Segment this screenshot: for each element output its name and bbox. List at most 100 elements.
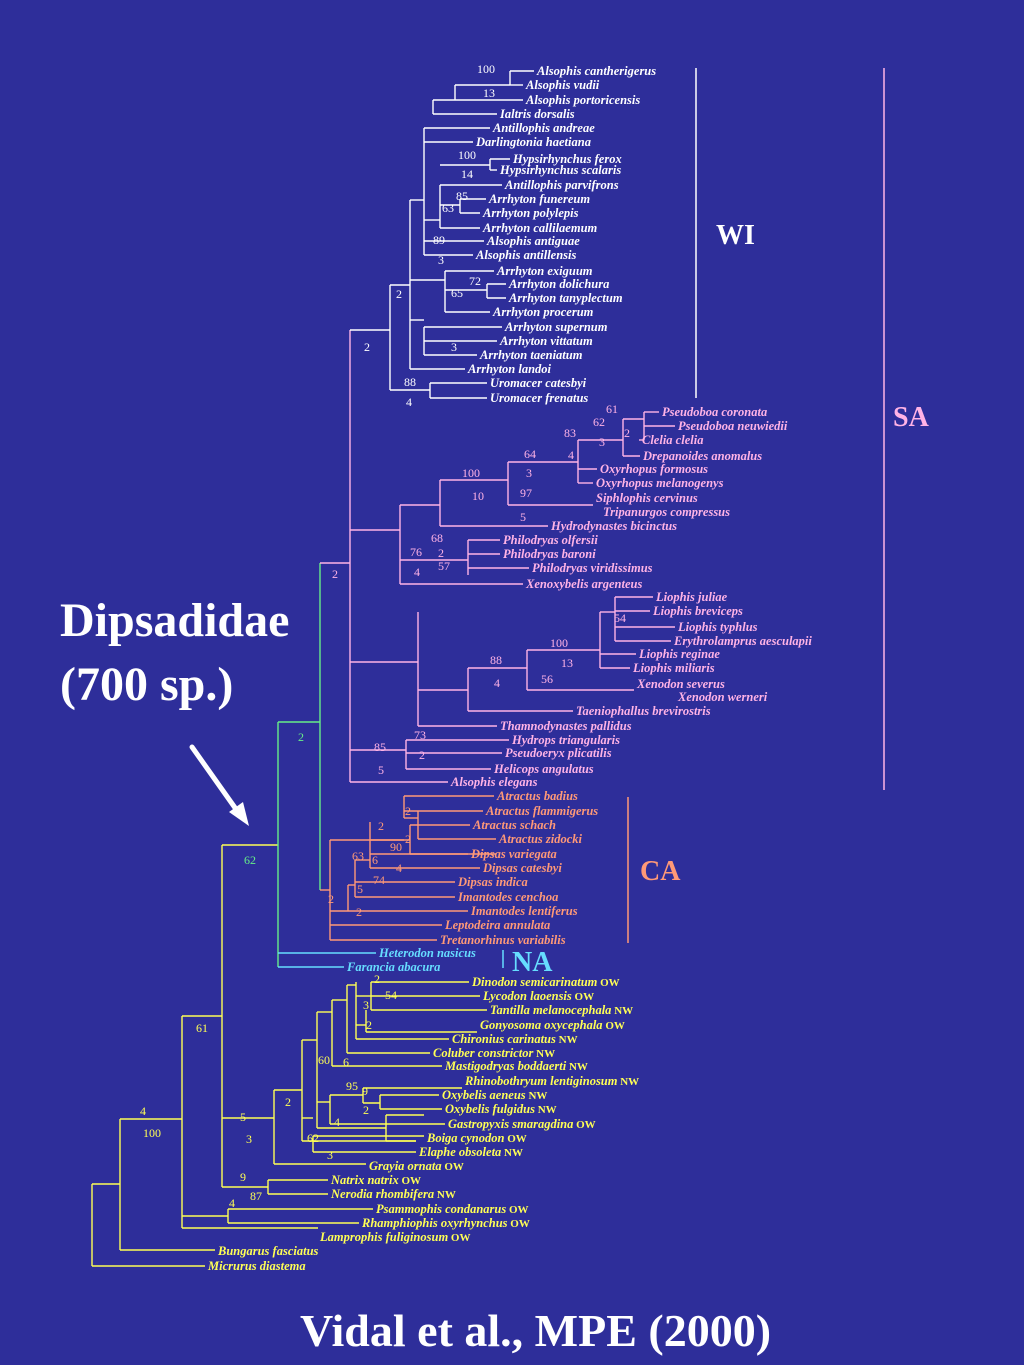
taxon-drepanoides-anomalus: Drepanoides anomalus bbox=[642, 449, 762, 463]
support-value: 3 bbox=[451, 340, 457, 354]
family-name: Dipsadidae bbox=[60, 594, 289, 647]
support-value: 2 bbox=[364, 340, 370, 354]
taxon-dipsas-variegata: Dipsas variegata bbox=[470, 847, 557, 861]
support-value: 9 bbox=[362, 1084, 368, 1098]
taxon-thamnodynastes-pallidus: Thamnodynastes pallidus bbox=[500, 719, 632, 733]
taxon-alsophis-cantherigerus: Alsophis cantherigerus bbox=[536, 64, 656, 78]
taxon-atractus-badius: Atractus badius bbox=[496, 789, 578, 803]
support-value: 3 bbox=[599, 435, 605, 449]
taxon-helicops-angulatus: Helicops angulatus bbox=[493, 762, 594, 776]
support-value: 61 bbox=[606, 402, 618, 416]
support-value: 14 bbox=[461, 167, 473, 181]
taxon-liophis-reginae: Liophis reginae bbox=[638, 647, 720, 661]
taxon-ialtris-dorsalis: Ialtris dorsalis bbox=[499, 107, 575, 121]
support-value: 88 bbox=[490, 653, 502, 667]
taxon-liophis-breviceps: Liophis breviceps bbox=[652, 604, 743, 618]
taxon-hypsirhynchus-ferox: Hypsirhynchus ferox bbox=[512, 152, 622, 166]
support-value: 9 bbox=[240, 1170, 246, 1184]
support-value: 56 bbox=[541, 672, 553, 686]
taxon-oxybelis-aeneus: Oxybelis aeneus NW bbox=[442, 1088, 547, 1102]
taxon-philodryas-olfersii: Philodryas olfersii bbox=[503, 533, 598, 547]
support-value: 100 bbox=[143, 1126, 161, 1140]
taxon-antillophis-parvifrons: Antillophis parvifrons bbox=[504, 178, 619, 192]
support-value: 4 bbox=[406, 395, 412, 409]
taxon-oxyrhopus-melanogenys: Oxyrhopus melanogenys bbox=[596, 476, 724, 490]
taxon-arrhyton-polylepis: Arrhyton polylepis bbox=[482, 206, 579, 220]
support-value: 4 bbox=[140, 1104, 146, 1118]
support-value: 61 bbox=[196, 1021, 208, 1035]
support-value: 54 bbox=[614, 611, 626, 625]
support-value: 2 bbox=[438, 546, 444, 560]
support-value: 2 bbox=[366, 1018, 372, 1032]
support-value: 2 bbox=[405, 804, 411, 818]
support-value: 10 bbox=[472, 489, 484, 503]
support-value: 63 bbox=[442, 201, 454, 215]
taxon-lamprophis-fuliginosum: Lamprophis fuliginosum OW bbox=[319, 1230, 470, 1244]
taxon-natrix-natrix: Natrix natrix OW bbox=[330, 1173, 421, 1187]
taxon-siphlophis-cervinus: Siphlophis cervinus bbox=[596, 491, 698, 505]
support-value: 88 bbox=[404, 375, 416, 389]
taxon-uromacer-frenatus: Uromacer frenatus bbox=[490, 391, 588, 405]
taxon-nerodia-rhombifera: Nerodia rhombifera NW bbox=[330, 1187, 456, 1201]
arrow-icon bbox=[189, 744, 249, 826]
taxon-arrhyton-taeniatum: Arrhyton taeniatum bbox=[479, 348, 583, 362]
support-value: 4 bbox=[414, 565, 420, 579]
taxon-dipsas-indica: Dipsas indica bbox=[457, 875, 528, 889]
taxon-dipsas-catesbyi: Dipsas catesbyi bbox=[482, 861, 562, 875]
support-value: 87 bbox=[250, 1189, 262, 1203]
support-value: 5 bbox=[357, 882, 363, 896]
support-value: 60 bbox=[318, 1053, 330, 1067]
taxon-antillophis-andreae: Antillophis andreae bbox=[492, 121, 595, 135]
support-value: 95 bbox=[346, 1079, 358, 1093]
taxon-liophis-typhlus: Liophis typhlus bbox=[677, 620, 758, 634]
support-value: 57 bbox=[438, 559, 450, 573]
support-value: 5 bbox=[520, 510, 526, 524]
support-value: 97 bbox=[520, 486, 532, 500]
taxon-dinodon-semicarinatum: Dinodon semicarinatum OW bbox=[471, 975, 620, 989]
taxon-imantodes-cenchoa: Imantodes cenchoa bbox=[457, 890, 558, 904]
support-value: 3 bbox=[246, 1132, 252, 1146]
taxon-philodryas-viridissimus: Philodryas viridissimus bbox=[532, 561, 653, 575]
taxon-grayia-ornata: Grayia ornata OW bbox=[369, 1159, 464, 1173]
taxon-leptodeira-annulata: Leptodeira annulata bbox=[444, 918, 550, 932]
support-value: 54 bbox=[385, 988, 397, 1002]
taxon-gastropyxis-smaragdina: Gastropyxis smaragdina OW bbox=[448, 1117, 596, 1131]
taxon-psammophis-condanarus: Psammophis condanarus OW bbox=[376, 1202, 529, 1216]
support-value: 2 bbox=[328, 892, 334, 906]
support-value: 4 bbox=[229, 1196, 235, 1210]
taxon-arrhyton-dolichura: Arrhyton dolichura bbox=[508, 277, 609, 291]
taxon-alsophis-elegans: Alsophis elegans bbox=[450, 775, 538, 789]
clade-label-na: NA bbox=[512, 947, 553, 978]
support-value: 5 bbox=[378, 763, 384, 777]
taxon-alsophis-vudii: Alsophis vudii bbox=[525, 78, 600, 92]
support-value: 85 bbox=[456, 189, 468, 203]
taxon-imantodes-lentiferus: Imantodes lentiferus bbox=[470, 904, 578, 918]
citation: Vidal et al., MPE (2000) bbox=[300, 1305, 771, 1356]
support-value: 2 bbox=[405, 832, 411, 846]
support-value: 68 bbox=[431, 531, 443, 545]
taxon-gonyosoma-oxycephala: Gonyosoma oxycephala OW bbox=[480, 1018, 625, 1032]
taxon-alsophis-antillensis: Alsophis antillensis bbox=[475, 248, 577, 262]
taxon-tripanurgos-compressus: Tripanurgos compressus bbox=[603, 505, 730, 519]
taxon-tantilla-melanocephala: Tantilla melanocephala NW bbox=[490, 1003, 633, 1017]
taxon-erythrolamprus-aesculapii: Erythrolamprus aesculapii bbox=[673, 634, 812, 648]
taxon-atractus-zidocki: Atractus zidocki bbox=[498, 832, 583, 846]
support-value: 3 bbox=[363, 998, 369, 1012]
support-value: 2 bbox=[356, 905, 362, 919]
support-value: 2 bbox=[285, 1095, 291, 1109]
taxon-taeniophallus-brevirostris: Taeniophallus brevirostris bbox=[576, 704, 711, 718]
support-value: 65 bbox=[451, 286, 463, 300]
tree-branches bbox=[91, 70, 675, 1267]
support-value: 100 bbox=[462, 466, 480, 480]
taxon-chironius-carinatus: Chironius carinatus NW bbox=[452, 1032, 578, 1046]
support-value: 2 bbox=[363, 1103, 369, 1117]
support-value: 2 bbox=[332, 567, 338, 581]
support-value: 5 bbox=[240, 1110, 246, 1124]
taxon-hydrops-triangularis: Hydrops triangularis bbox=[511, 733, 620, 747]
support-value: 13 bbox=[483, 86, 495, 100]
taxon-pseudoeryx-plicatilis: Pseudoeryx plicatilis bbox=[505, 746, 612, 760]
taxon-oxybelis-fulgidus: Oxybelis fulgidus NW bbox=[445, 1102, 557, 1116]
support-value: 100 bbox=[550, 636, 568, 650]
